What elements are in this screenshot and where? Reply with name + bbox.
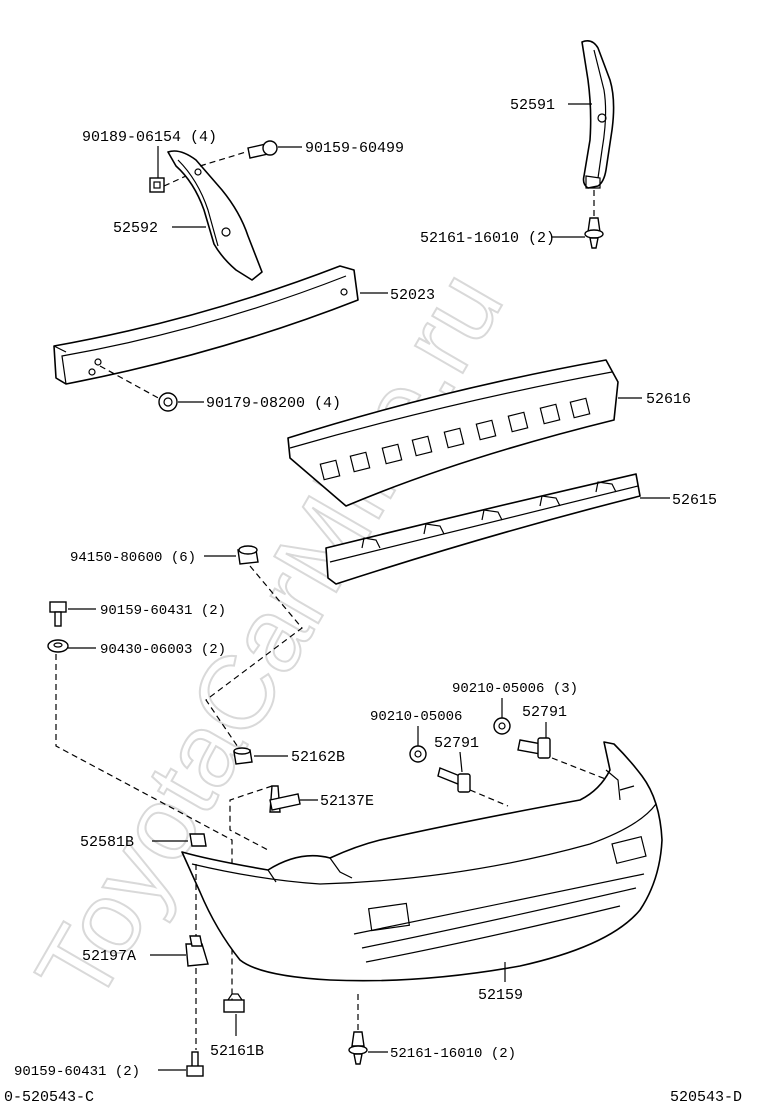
- part-52159-bumper-cover: [181, 741, 663, 982]
- callout-94150-80600: 94150-80600 (6): [70, 550, 196, 566]
- clip-52791-right-icon: [517, 737, 551, 759]
- part-52615-absorber-lower: [325, 473, 641, 585]
- clip-52197A-icon: [185, 935, 209, 967]
- callout-90159-60499: 90159-60499: [305, 140, 404, 157]
- part-52023-reinforcement: [53, 265, 359, 385]
- callout-90179-08200: 90179-08200 (4): [206, 395, 341, 412]
- callout-52791-left: 52791: [434, 735, 479, 752]
- callout-52161-16010-top: 52161-16010 (2): [420, 230, 555, 247]
- callout-52137E: 52137E: [320, 793, 374, 810]
- reference-code-right: 520543-D: [670, 1089, 742, 1106]
- nut-90179-icon: [158, 392, 178, 412]
- bolt-90159-60431-top-icon: [49, 601, 67, 627]
- callout-90159-60431-top: 90159-60431 (2): [100, 603, 226, 619]
- callout-90210-05006: 90210-05006: [370, 709, 462, 725]
- washer-90430-icon: [47, 639, 69, 653]
- clip-52161-bottom-icon: [348, 1031, 368, 1065]
- callout-52592: 52592: [113, 220, 158, 237]
- part-52591-bracket: [581, 40, 615, 189]
- callout-52615: 52615: [672, 492, 717, 509]
- callout-52591: 52591: [510, 97, 555, 114]
- callout-52159: 52159: [478, 987, 523, 1004]
- callout-90189-06154: 90189-06154 (4): [82, 129, 217, 146]
- callout-90159-60431-bottom: 90159-60431 (2): [14, 1064, 140, 1080]
- callout-52161B: 52161B: [210, 1043, 264, 1060]
- part-52592-bracket: [167, 150, 263, 281]
- callout-52791-right: 52791: [522, 704, 567, 721]
- callout-52616: 52616: [646, 391, 691, 408]
- bolt-90159-60499-icon: [247, 140, 278, 159]
- clip-52137E-icon: [269, 785, 301, 813]
- callout-90210-05006-3: 90210-05006 (3): [452, 681, 578, 697]
- clip-52161-top-icon: [584, 217, 604, 249]
- reference-code-left: 0-520543-C: [4, 1089, 94, 1106]
- callout-52161-16010-bottom: 52161-16010 (2): [390, 1046, 516, 1062]
- part-52616-absorber: [287, 359, 619, 507]
- callout-90430-06003: 90430-06003 (2): [100, 642, 226, 658]
- nut-52162B-icon: [233, 747, 253, 765]
- bolt-90159-60431-bottom-icon: [186, 1051, 204, 1077]
- nut-94150-icon: [237, 545, 259, 565]
- clip-52581B-icon: [189, 833, 207, 847]
- grommet-90210-left-icon: [409, 745, 427, 763]
- clip-52791-left-icon: [437, 767, 471, 793]
- callout-52023: 52023: [390, 287, 435, 304]
- callout-52197A: 52197A: [82, 948, 136, 965]
- nut-90189-icon: [149, 177, 165, 193]
- callout-52162B: 52162B: [291, 749, 345, 766]
- callout-52581B: 52581B: [80, 834, 134, 851]
- clip-52161B-icon: [223, 993, 245, 1013]
- grommet-90210-right-icon: [493, 717, 511, 735]
